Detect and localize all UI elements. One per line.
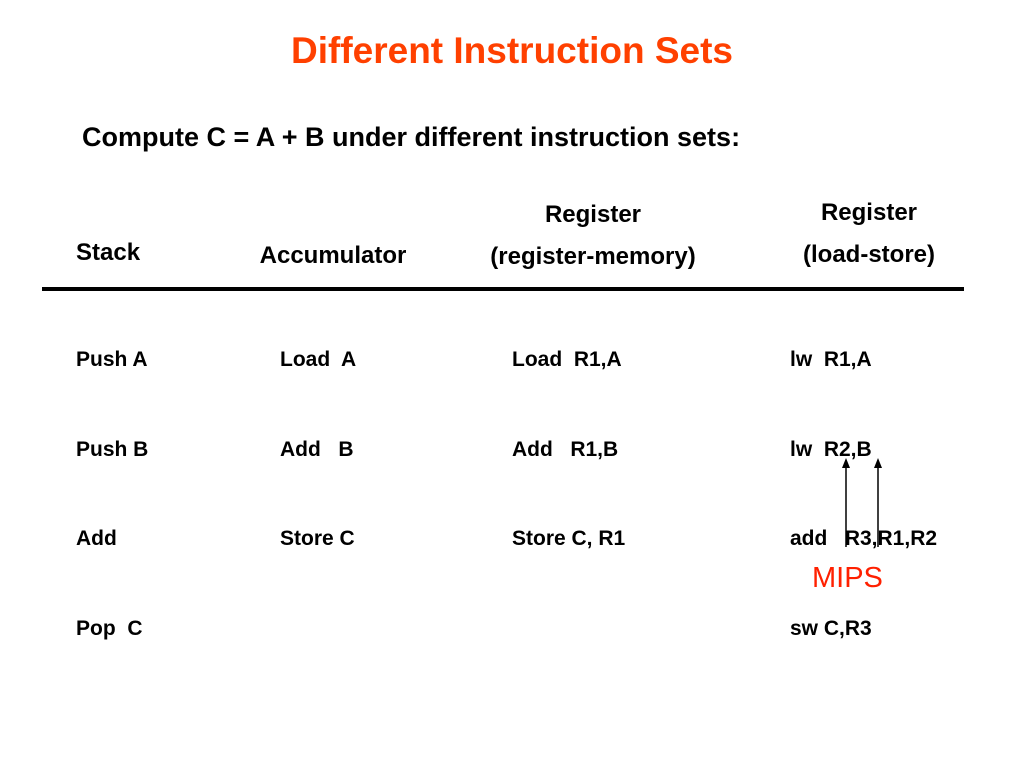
up-arrow-icon <box>874 458 882 547</box>
instruction-row: Push A <box>76 348 148 371</box>
column-heading-line: Register <box>544 201 642 228</box>
instruction-row: Push B <box>76 437 149 461</box>
column-heading-register-memory: Register (register-memory) <box>462 194 724 278</box>
up-arrow-icon <box>842 458 850 547</box>
slide-subtitle: Compute C = A + B under different instru… <box>82 122 741 152</box>
column-heading-line: (register-memory) <box>490 243 696 270</box>
up-arrow-icon <box>842 458 882 547</box>
column-heading-line: Accumulator <box>259 242 407 269</box>
column-stack: Push A Push B Add Pop C <box>76 296 148 678</box>
column-heading-load-store: Register (load-store) <box>780 192 958 276</box>
slide-title: Different Instruction Sets <box>291 30 733 71</box>
column-register-memory: Load R1,A Add R1,B Store C, R1 <box>512 296 625 589</box>
header-divider <box>42 287 964 291</box>
instruction-row: Store C <box>280 527 355 550</box>
column-heading-line: Stack <box>76 239 141 266</box>
column-load-store: lw R1,A lw R2,B add R3,R1,R2 sw C,R3 <box>790 296 937 678</box>
instruction-row: Add B <box>280 437 354 461</box>
column-accumulator: Load A Add B Store C <box>280 296 356 589</box>
instruction-row: Add R1,B <box>512 437 619 461</box>
instruction-row: lw R1,A <box>790 348 872 371</box>
instruction-row: Add <box>76 527 117 550</box>
column-heading-line: (load-store) <box>803 241 935 268</box>
column-heading-accumulator: Accumulator <box>236 235 430 277</box>
instruction-row: sw C,R3 <box>790 616 872 640</box>
column-heading-stack: Stack <box>76 232 140 274</box>
instruction-row: Load A <box>280 348 357 371</box>
instruction-row: lw R2,B <box>790 437 872 461</box>
instruction-row: Pop C <box>76 616 143 640</box>
column-heading-line: Register <box>820 199 918 226</box>
instruction-row: add R3,R1,R2 <box>790 527 938 550</box>
instruction-row: Store C, R1 <box>512 527 626 550</box>
instruction-row: Load R1,A <box>512 348 622 371</box>
mips-label: MIPS <box>812 562 883 594</box>
